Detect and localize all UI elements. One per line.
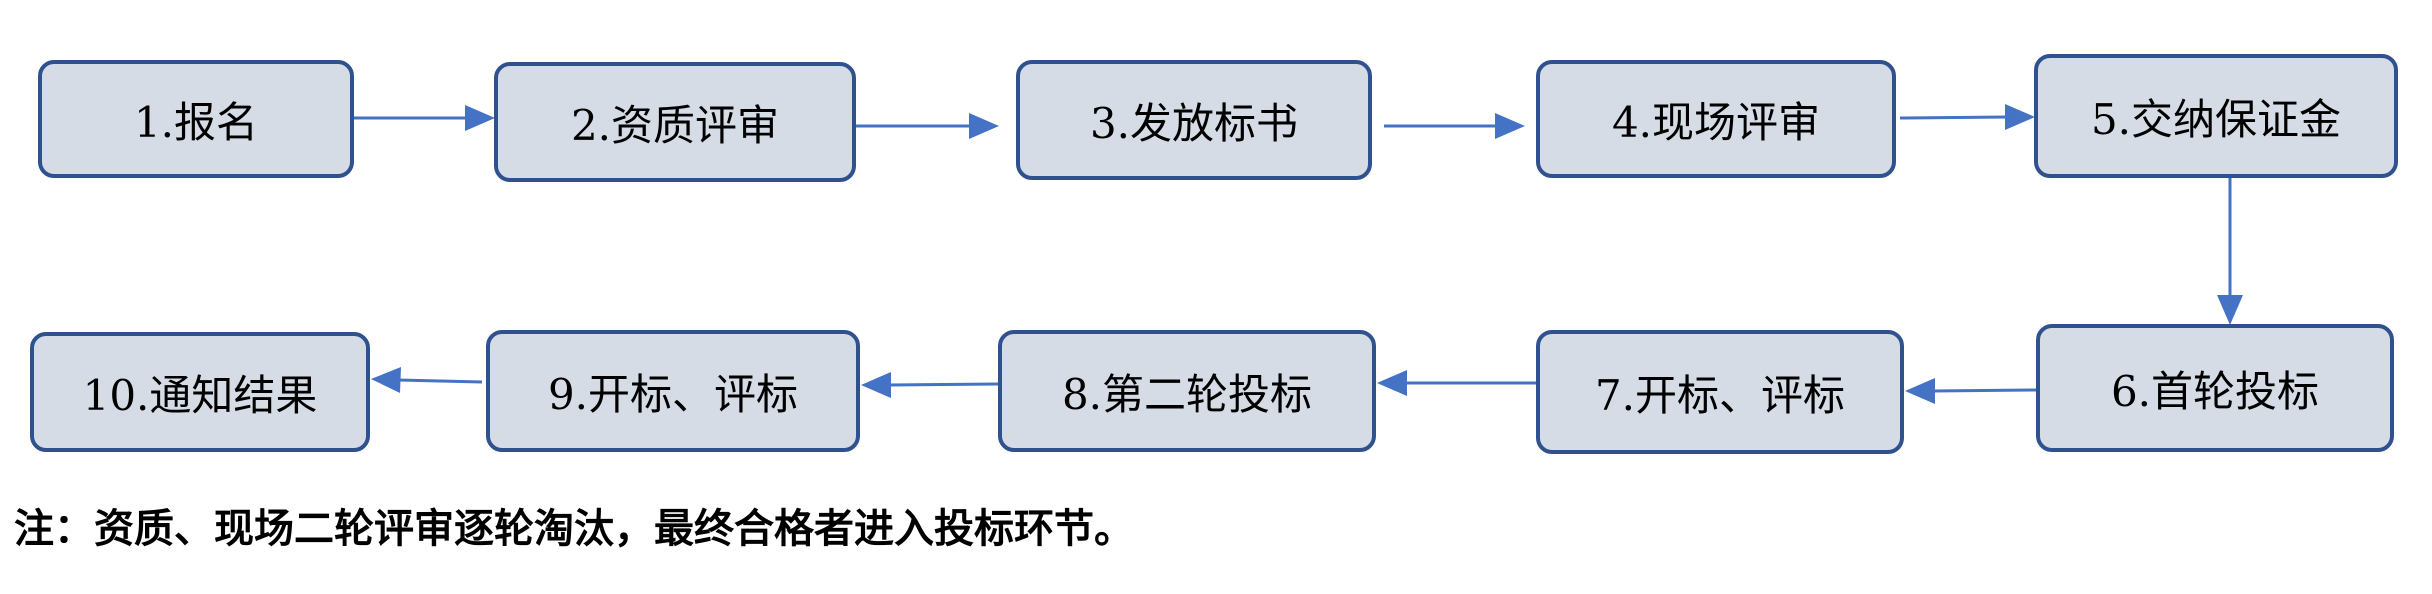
step-label-10: 10.通知结果: [82, 370, 318, 420]
step-box-3: 3.发放标书: [1016, 60, 1372, 180]
step-label-1: 1.报名: [133, 97, 259, 147]
arrow-1-to-2: [354, 105, 495, 131]
step-label-3: 3.发放标书: [1089, 98, 1299, 148]
step-box-1: 1.报名: [38, 60, 354, 178]
arrow-3-to-4: [1384, 113, 1525, 139]
step-label-4: 4.现场评审: [1611, 97, 1821, 147]
step-box-8: 8.第二轮投标: [998, 330, 1376, 452]
arrow-6-to-7: [1905, 378, 2037, 404]
step-label-6: 6.首轮投标: [2110, 366, 2320, 416]
arrow-7-to-8: [1377, 370, 1536, 396]
step-label-2: 2.资质评审: [570, 100, 780, 150]
step-box-9: 9.开标、评标: [486, 330, 860, 452]
step-box-7: 7.开标、评标: [1536, 330, 1904, 454]
step-label-5: 5.交纳保证金: [2090, 94, 2342, 144]
step-label-7: 7.开标、评标: [1594, 370, 1846, 420]
step-box-5: 5.交纳保证金: [2034, 54, 2398, 178]
step-label-9: 9.开标、评标: [547, 369, 799, 419]
step-box-6: 6.首轮投标: [2036, 324, 2394, 452]
step-box-2: 2.资质评审: [494, 62, 856, 182]
arrow-4-to-5: [1899, 104, 2035, 130]
arrow-8-to-9: [861, 372, 999, 398]
step-label-8: 8.第二轮投标: [1061, 369, 1313, 419]
arrow-2-to-3: [856, 113, 999, 139]
step-box-10: 10.通知结果: [30, 332, 370, 452]
footnote: 注：资质、现场二轮评审逐轮淘汰，最终合格者进入投标环节。: [14, 505, 1134, 552]
arrow-9-to-10: [371, 367, 483, 393]
arrow-5-to-6: [2217, 178, 2243, 325]
step-box-4: 4.现场评审: [1536, 60, 1896, 178]
